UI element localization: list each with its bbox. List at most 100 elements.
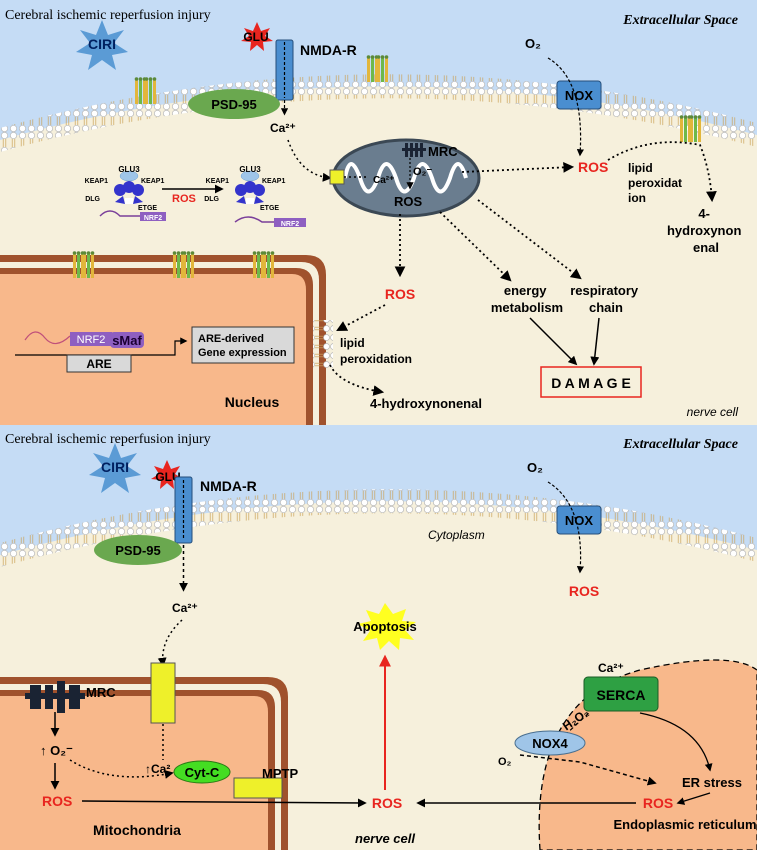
svg-text:NRF2: NRF2 (144, 215, 162, 222)
membrane-channel (134, 77, 147, 104)
ca-label: Ca²⁺ (270, 121, 296, 135)
o2-to-ros-arrow-bottom (547, 481, 585, 574)
o2-label-bottom: O₂ (527, 460, 543, 475)
svg-text:GLU3: GLU3 (239, 165, 261, 174)
are-label: ARE (86, 357, 111, 371)
ca-to-mptp-arrow (157, 619, 183, 667)
mito-channel (329, 169, 345, 185)
svg-text:DLG: DLG (85, 196, 100, 203)
er-label: Endoplasmic reticulum (613, 817, 756, 832)
membrane-channel (366, 55, 379, 82)
top-panel: Cerebral ischemic reperfusion injury Ext… (0, 0, 757, 425)
mito-ros-to-central-arrow (81, 798, 367, 808)
ciri-label: CIRI (88, 36, 116, 52)
glu-star-icon (241, 22, 273, 51)
o2-to-ros-arrow (547, 57, 584, 157)
panel-title: Cerebral ischemic reperfusion injury (5, 8, 211, 23)
nmda-label: NMDA-R (300, 42, 357, 58)
membrane-channel (679, 115, 692, 142)
mrc-label-bottom: MRC (86, 685, 116, 700)
nuclear-channel (262, 251, 275, 278)
nuclear-channel (82, 251, 95, 278)
nox (556, 80, 602, 110)
o2-to-cytc-arrow (69, 759, 174, 779)
energy-to-damage-arrow (529, 317, 578, 366)
mrc-complex-icon (402, 143, 426, 157)
svg-text:DLG: DLG (204, 196, 219, 203)
psd95-label: PSD-95 (211, 97, 257, 112)
psd95 (188, 89, 280, 119)
nox-ros-label-bottom: ROS (569, 583, 599, 599)
nuclear-channel (72, 251, 85, 278)
bottom-panel: Cerebral ischemic reperfusion injury Ext… (0, 425, 757, 850)
nuclear-channel (182, 251, 195, 278)
mito-to-energy-arrow (439, 211, 512, 282)
resp-label: respiratory chain (570, 283, 642, 315)
keap-ros-label: ROS (172, 193, 196, 205)
glu-star-icon-bottom (151, 460, 183, 489)
membrane-channel (689, 115, 702, 142)
nox-label-bottom: NOX (565, 513, 594, 528)
er-stress-label: ER stress (682, 775, 742, 790)
serca (583, 676, 659, 712)
mito-to-resp-arrow (477, 199, 582, 280)
o2-minus-label-bottom: ↑ O₂⁻ (40, 743, 73, 758)
nuclear-membrane-patch (313, 320, 333, 370)
damage-label: D A M A G E (551, 375, 631, 391)
are-box (66, 354, 132, 373)
nucleus-label: Nucleus (225, 394, 280, 410)
keap1-complex-right: GLU3 KEAP1 KEAP1 DLG ETGE NRF2 (204, 165, 306, 228)
glu-label: GLU (243, 30, 268, 44)
mito-ca-label-bottom: ↑Ca² (145, 762, 170, 776)
keap1-complex-left: GLU3 KEAP1 KEAP1 DLG ETGE NRF2 (85, 165, 166, 222)
are-gene-box (191, 326, 295, 364)
svg-text:KEAP1: KEAP1 (141, 178, 164, 185)
psd95-bottom (94, 535, 182, 565)
mitochondria (0, 677, 288, 850)
nox4-label: NOX4 (532, 736, 568, 751)
energy-label: energy metabolism (491, 283, 563, 315)
panel-title-bottom: Cerebral ischemic reperfusion injury (5, 432, 211, 447)
extracellular-label-bottom: Extracellular Space (622, 437, 738, 452)
svg-text:ETGE: ETGE (260, 205, 279, 212)
ca-to-mito-arrow (287, 139, 332, 182)
are-gene-label: ARE-derived Gene expression (198, 333, 287, 359)
mptp-box (233, 777, 283, 799)
nox4 (514, 730, 586, 756)
central-ros-label: ROS (372, 795, 402, 811)
mptp-label: MPTP (262, 766, 298, 781)
er-stress-to-ros-arrow (676, 792, 711, 805)
smaf-box (110, 332, 144, 348)
mito-ca-label: Ca²⁺ (373, 175, 394, 186)
nerve-cell-label-top: nerve cell (687, 405, 739, 419)
svg-text:KEAP1: KEAP1 (85, 178, 108, 185)
ros-to-hne-arrow (607, 141, 717, 203)
er-ros-label: ROS (643, 795, 673, 811)
nuclear-ros-label: ROS (385, 286, 415, 302)
damage-box (540, 366, 642, 398)
mito-ros-to-nox-ros-arrow (461, 161, 575, 173)
mito-o2-minus: O₂⁻ (413, 166, 432, 178)
nox4-to-ros-arrow (519, 754, 657, 786)
lipid-perox-right: lipid peroxidat ion (628, 161, 685, 205)
nuclear-channel (172, 251, 185, 278)
psd95-label-bottom: PSD-95 (115, 543, 161, 558)
ciri-star: CIRI (76, 20, 128, 70)
ros-to-nucleus-arrow (336, 304, 386, 332)
are-to-gene-arrow (170, 337, 188, 356)
nrf2-tail (24, 331, 71, 345)
lipid-perox-nuc: lipid peroxidation (340, 336, 412, 366)
membrane-channel (376, 55, 389, 82)
o2-label: O₂ (525, 36, 541, 51)
nerve-cell-label-bottom: nerve cell (355, 831, 415, 846)
svg-text:KEAP1: KEAP1 (206, 178, 229, 185)
mrc-complex-icon-bottom (25, 681, 85, 713)
glu-label-bottom: GLU (155, 470, 180, 484)
hne-nuc-label: 4-hydroxynonenal (370, 396, 482, 411)
apoptosis-burst (358, 603, 416, 650)
nmda-label-bottom: NMDA-R (200, 478, 257, 494)
cytc (173, 760, 231, 784)
ciri-star-bottom: CIRI (89, 443, 141, 493)
serca-to-er-stress-arrow (639, 712, 713, 772)
